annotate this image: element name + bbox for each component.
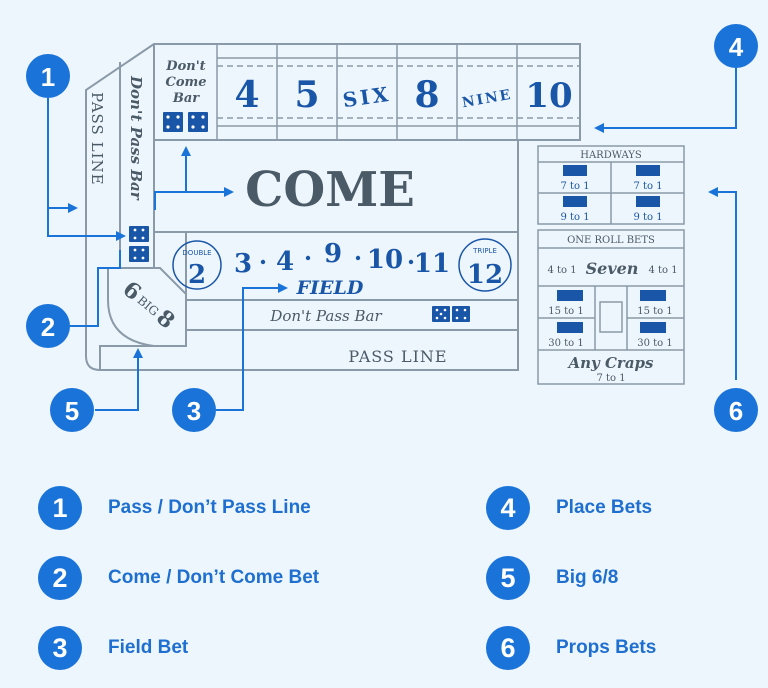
svg-text:1: 1 [41, 62, 55, 92]
seven-left-odds: 4 to 1 [547, 265, 576, 276]
legend-label: Come / Don’t Come Bet [108, 567, 320, 588]
callout-badge-4: 4 [714, 24, 758, 68]
legend-badge: 3 [38, 626, 82, 670]
dice-icon [557, 290, 666, 333]
svg-text:3: 3 [187, 396, 201, 426]
legend-label: Place Bets [556, 497, 653, 518]
legend-label: Props Bets [556, 637, 657, 658]
hardways-cell-1: 7 to 1 [560, 181, 589, 192]
legend-item-6: 6 Props Bets [486, 626, 656, 670]
field-double-value: 2 [188, 260, 206, 290]
place-number-six: SIX [341, 82, 392, 112]
legend-label: Field Bet [108, 637, 189, 658]
hardways-cell-2: 7 to 1 [633, 181, 662, 192]
dont-come-bar-line2: Come [165, 75, 206, 90]
field-double-circle [172, 240, 222, 290]
any-craps-odds: 7 to 1 [596, 373, 625, 384]
place-number-nine: NINE [461, 87, 514, 112]
legend: 1 Pass / Don’t Pass Line 4 Place Bets 2 … [0, 470, 768, 688]
legend-item-1: 1 Pass / Don’t Pass Line [38, 486, 311, 530]
legend-badge: 1 [38, 486, 82, 530]
field-number-10: 10 [367, 245, 403, 275]
dice-icon [432, 306, 470, 322]
hardways-cell-3: 9 to 1 [560, 212, 589, 223]
one-roll-title: ONE ROLL BETS [567, 235, 655, 246]
legend-item-2: 2 Come / Don’t Come Bet [38, 556, 319, 600]
place-number-10: 10 [525, 76, 572, 116]
props-panel [537, 145, 685, 385]
legend-badge: 2 [38, 556, 82, 600]
big-six-eight-area: 6 BIG 8 [118, 276, 180, 334]
dice-icon [129, 226, 149, 262]
legend-badge: 6 [486, 626, 530, 670]
legend-label: Big 6/8 [556, 567, 619, 588]
callout-badge-2: 2 [26, 304, 70, 348]
one-roll-cell-4: 30 to 1 [637, 338, 672, 349]
hardways-title: HARDWAYS [580, 150, 642, 161]
pass-line-bottom-label: PASS LINE [348, 347, 447, 366]
table-outline [85, 43, 581, 371]
field-triple-label: TRIPLE [472, 247, 497, 255]
one-roll-cell-3: 30 to 1 [548, 338, 583, 349]
any-craps-label: Any Craps [567, 354, 655, 372]
dice-icon [163, 112, 208, 132]
callout-badge-6: 6 [714, 388, 758, 432]
callout-badge-1: 1 [26, 54, 70, 98]
svg-text:2: 2 [41, 312, 55, 342]
big-word: BIG [135, 293, 162, 319]
callout-badge-3: 3 [172, 388, 216, 432]
legend-label: Pass / Don’t Pass Line [108, 497, 311, 518]
field-label: FIELD [296, 277, 364, 299]
place-number-8: 8 [414, 74, 439, 116]
one-roll-cell-1: 15 to 1 [548, 306, 583, 317]
callout-arrows [47, 66, 737, 411]
place-number-4: 4 [234, 74, 259, 116]
svg-text:6: 6 [729, 396, 743, 426]
field-triple-circle [458, 238, 512, 292]
callout-badge-5: 5 [50, 388, 94, 432]
legend-item-3: 3 Field Bet [38, 626, 188, 670]
legend-item-4: 4 Place Bets [486, 486, 652, 530]
field-number-4: 4 [276, 247, 294, 277]
dice-icon [563, 165, 660, 207]
one-roll-cell-2: 15 to 1 [637, 306, 672, 317]
svg-text:4: 4 [729, 32, 744, 62]
svg-text:5: 5 [65, 396, 79, 426]
pass-line-left-label: PASS LINE [88, 92, 106, 186]
seven-right-odds: 4 to 1 [648, 265, 677, 276]
hardways-cell-4: 9 to 1 [633, 212, 662, 223]
field-number-11: 11 [414, 249, 450, 279]
legend-badge: 4 [486, 486, 530, 530]
seven-label: Seven [586, 259, 639, 278]
dont-come-bar-line3: Bar [172, 91, 200, 106]
come-label: COME [245, 162, 415, 218]
craps-table-diagram: PASS LINE Don't Pass Bar Don't Come Bar … [26, 24, 758, 432]
dont-pass-bar-bottom-label: Don't Pass Bar [269, 307, 382, 325]
field-number-3: 3 [234, 249, 252, 279]
field-triple-value: 12 [467, 260, 503, 290]
place-numbers-row [216, 44, 580, 140]
legend-item-5: 5 Big 6/8 [486, 556, 618, 600]
legend-badge: 5 [486, 556, 530, 600]
place-number-5: 5 [294, 74, 319, 116]
dont-pass-bar-left-label: Don't Pass Bar [127, 75, 145, 201]
field-double-label: DOUBLE [182, 249, 211, 257]
field-dot-separators [260, 255, 414, 265]
dont-come-bar-line1: Don't [165, 59, 205, 74]
field-number-9: 9 [324, 239, 342, 269]
